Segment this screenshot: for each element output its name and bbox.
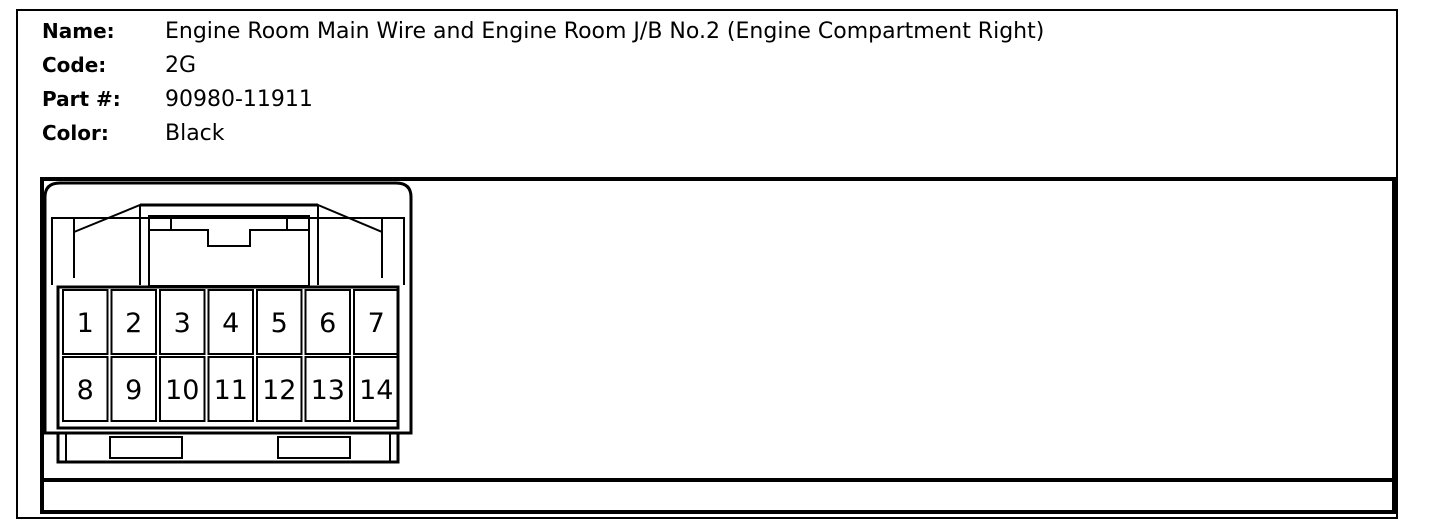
name-label: Name: bbox=[42, 19, 115, 43]
frame-divider bbox=[40, 478, 1396, 482]
connector-color: Black bbox=[165, 120, 225, 146]
latch-body bbox=[148, 215, 310, 287]
pin-label-9: 9 bbox=[125, 375, 142, 406]
latch-corner-right bbox=[286, 215, 310, 231]
latch-tab bbox=[171, 229, 287, 247]
pin-cavity-8 bbox=[62, 356, 109, 422]
pin-label-10: 10 bbox=[165, 375, 199, 406]
housing-outline bbox=[43, 181, 413, 435]
pin-label-12: 12 bbox=[262, 375, 296, 406]
pin-label-8: 8 bbox=[77, 375, 94, 406]
connector-diagram-frame bbox=[40, 177, 1396, 514]
pin-label-3: 3 bbox=[174, 308, 191, 339]
connector-info: Name: Engine Room Main Wire and Engine R… bbox=[42, 14, 1044, 150]
part-number: 90980-11911 bbox=[165, 86, 313, 112]
foot-slot-right bbox=[277, 436, 351, 459]
pin-cavity-13 bbox=[304, 356, 351, 422]
pin-label-14: 14 bbox=[359, 375, 393, 406]
pin-cavity-10 bbox=[159, 356, 206, 422]
housing-inner bbox=[51, 217, 75, 285]
housing-base bbox=[56, 433, 400, 464]
pin-cavity-3 bbox=[159, 289, 206, 355]
pin-cavity-4 bbox=[207, 289, 254, 355]
connector-name: Engine Room Main Wire and Engine Room J/… bbox=[165, 18, 1045, 44]
pin-label-5: 5 bbox=[271, 308, 288, 339]
connector-info-panel bbox=[16, 9, 1398, 519]
latch-corner-left bbox=[148, 215, 172, 231]
pin-cavity-6 bbox=[304, 289, 351, 355]
code-row: Code: 2G bbox=[42, 48, 1044, 82]
part-label: Part #: bbox=[42, 87, 121, 111]
name-row: Name: Engine Room Main Wire and Engine R… bbox=[42, 14, 1044, 48]
pin-label-6: 6 bbox=[319, 308, 336, 339]
pin-label-11: 11 bbox=[214, 375, 248, 406]
pin-label-7: 7 bbox=[368, 308, 385, 339]
code-label: Code: bbox=[42, 53, 107, 77]
pin-label-2: 2 bbox=[125, 308, 142, 339]
pin-cavity-9 bbox=[110, 356, 157, 422]
pin-cavity-14 bbox=[353, 356, 400, 422]
part-row: Part #: 90980-11911 bbox=[42, 82, 1044, 116]
pin-cavity-11 bbox=[207, 356, 254, 422]
pin-label-4: 4 bbox=[222, 308, 239, 339]
pin-cavity-12 bbox=[256, 356, 303, 422]
color-label: Color: bbox=[42, 121, 109, 145]
pin-label-1: 1 bbox=[77, 308, 94, 339]
housing-inner-right bbox=[381, 217, 405, 285]
color-row: Color: Black bbox=[42, 116, 1044, 150]
connector-code: 2G bbox=[165, 52, 197, 78]
pin-cavity-5 bbox=[256, 289, 303, 355]
pin-cavity-2 bbox=[110, 289, 157, 355]
pin-label-13: 13 bbox=[311, 375, 345, 406]
pin-cavity-7 bbox=[353, 289, 400, 355]
pin-cavity-1 bbox=[62, 289, 109, 355]
foot-slot-left bbox=[109, 436, 183, 459]
pin-cells bbox=[62, 289, 400, 422]
